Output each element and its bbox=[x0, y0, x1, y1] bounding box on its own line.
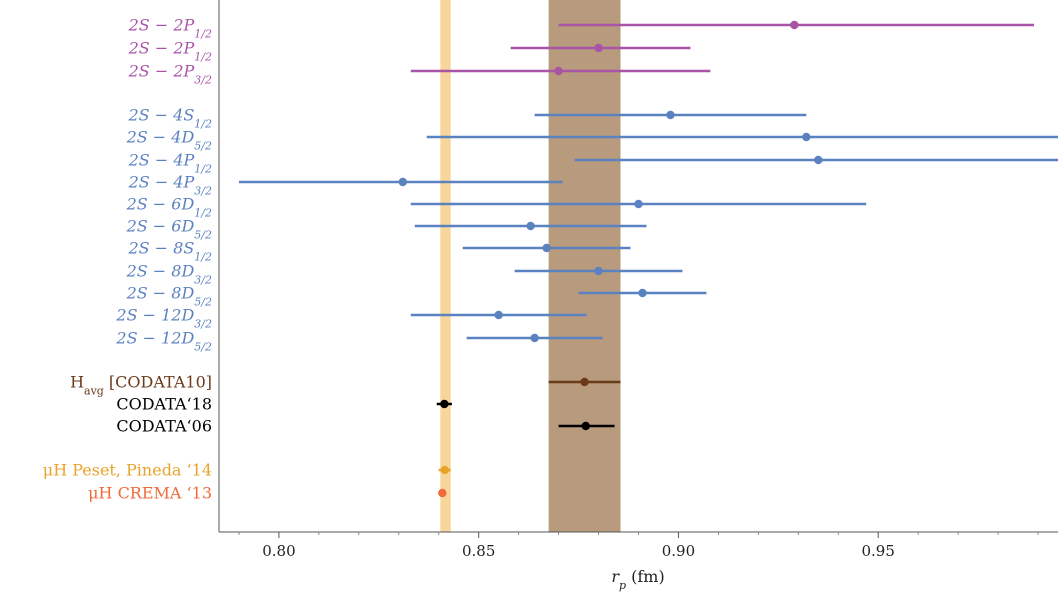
data-point bbox=[594, 266, 603, 276]
band-1 bbox=[548, 0, 621, 532]
data-point bbox=[494, 310, 503, 320]
plot-frame bbox=[218, 0, 1058, 533]
row-label: 2S − 4D5/2 bbox=[126, 128, 212, 153]
row-label: 2S − 4P1/2 bbox=[128, 151, 212, 176]
x-tick-label: 0.80 bbox=[262, 542, 295, 560]
band-0 bbox=[440, 0, 451, 532]
bands-layer bbox=[440, 0, 621, 532]
data-point bbox=[530, 333, 539, 343]
row-label: μH CREMA ‘13 bbox=[88, 484, 212, 503]
data-point bbox=[581, 421, 590, 431]
data-point bbox=[666, 110, 675, 120]
row-label: 2S − 4S1/2 bbox=[127, 106, 212, 131]
data-point bbox=[802, 132, 811, 142]
data-point bbox=[594, 43, 603, 53]
rows-layer bbox=[238, 20, 1058, 498]
row-label: CODATA‘06 bbox=[116, 417, 212, 436]
row-label: 2S − 6D1/2 bbox=[126, 195, 212, 220]
row-label: 2S − 4P3/2 bbox=[128, 173, 212, 198]
data-point bbox=[440, 465, 449, 475]
row-label: μH Peset, Pineda ‘14 bbox=[43, 461, 212, 480]
data-point bbox=[440, 399, 449, 409]
data-point bbox=[554, 66, 563, 76]
x-tick-label: 0.85 bbox=[462, 542, 495, 560]
row-label: 2S − 8D3/2 bbox=[126, 262, 212, 287]
data-point bbox=[398, 177, 407, 187]
x-tick-label: 0.90 bbox=[662, 542, 695, 560]
row-label: 2S − 8S1/2 bbox=[127, 239, 212, 264]
row-label: 2S − 8D5/2 bbox=[126, 284, 212, 309]
labels-layer: 2S − 2P1/22S − 2P1/22S − 2P3/22S − 4S1/2… bbox=[43, 16, 212, 503]
x-axis-title: rp (fm) bbox=[611, 567, 664, 592]
row-label: 2S − 2P1/2 bbox=[128, 39, 212, 64]
data-point bbox=[542, 243, 551, 253]
row-label: Havg [CODATA10] bbox=[70, 373, 212, 398]
row-label: 2S − 12D5/2 bbox=[115, 329, 212, 354]
row-label: 2S − 2P3/2 bbox=[128, 62, 212, 87]
data-point bbox=[638, 288, 647, 298]
row-label: 2S − 6D5/2 bbox=[126, 217, 212, 242]
x-axis: 0.80 0.85 0.90 0.95 bbox=[238, 532, 1039, 560]
row-label: CODATA‘18 bbox=[116, 395, 212, 414]
data-point bbox=[814, 155, 823, 165]
data-point bbox=[580, 377, 589, 387]
x-tick-label: 0.95 bbox=[862, 542, 895, 560]
data-point bbox=[790, 20, 799, 30]
data-point bbox=[438, 488, 447, 498]
data-point bbox=[526, 221, 535, 231]
row-label: 2S − 12D3/2 bbox=[115, 306, 212, 331]
data-point bbox=[634, 199, 643, 209]
row-label: 2S − 2P1/2 bbox=[128, 16, 212, 41]
